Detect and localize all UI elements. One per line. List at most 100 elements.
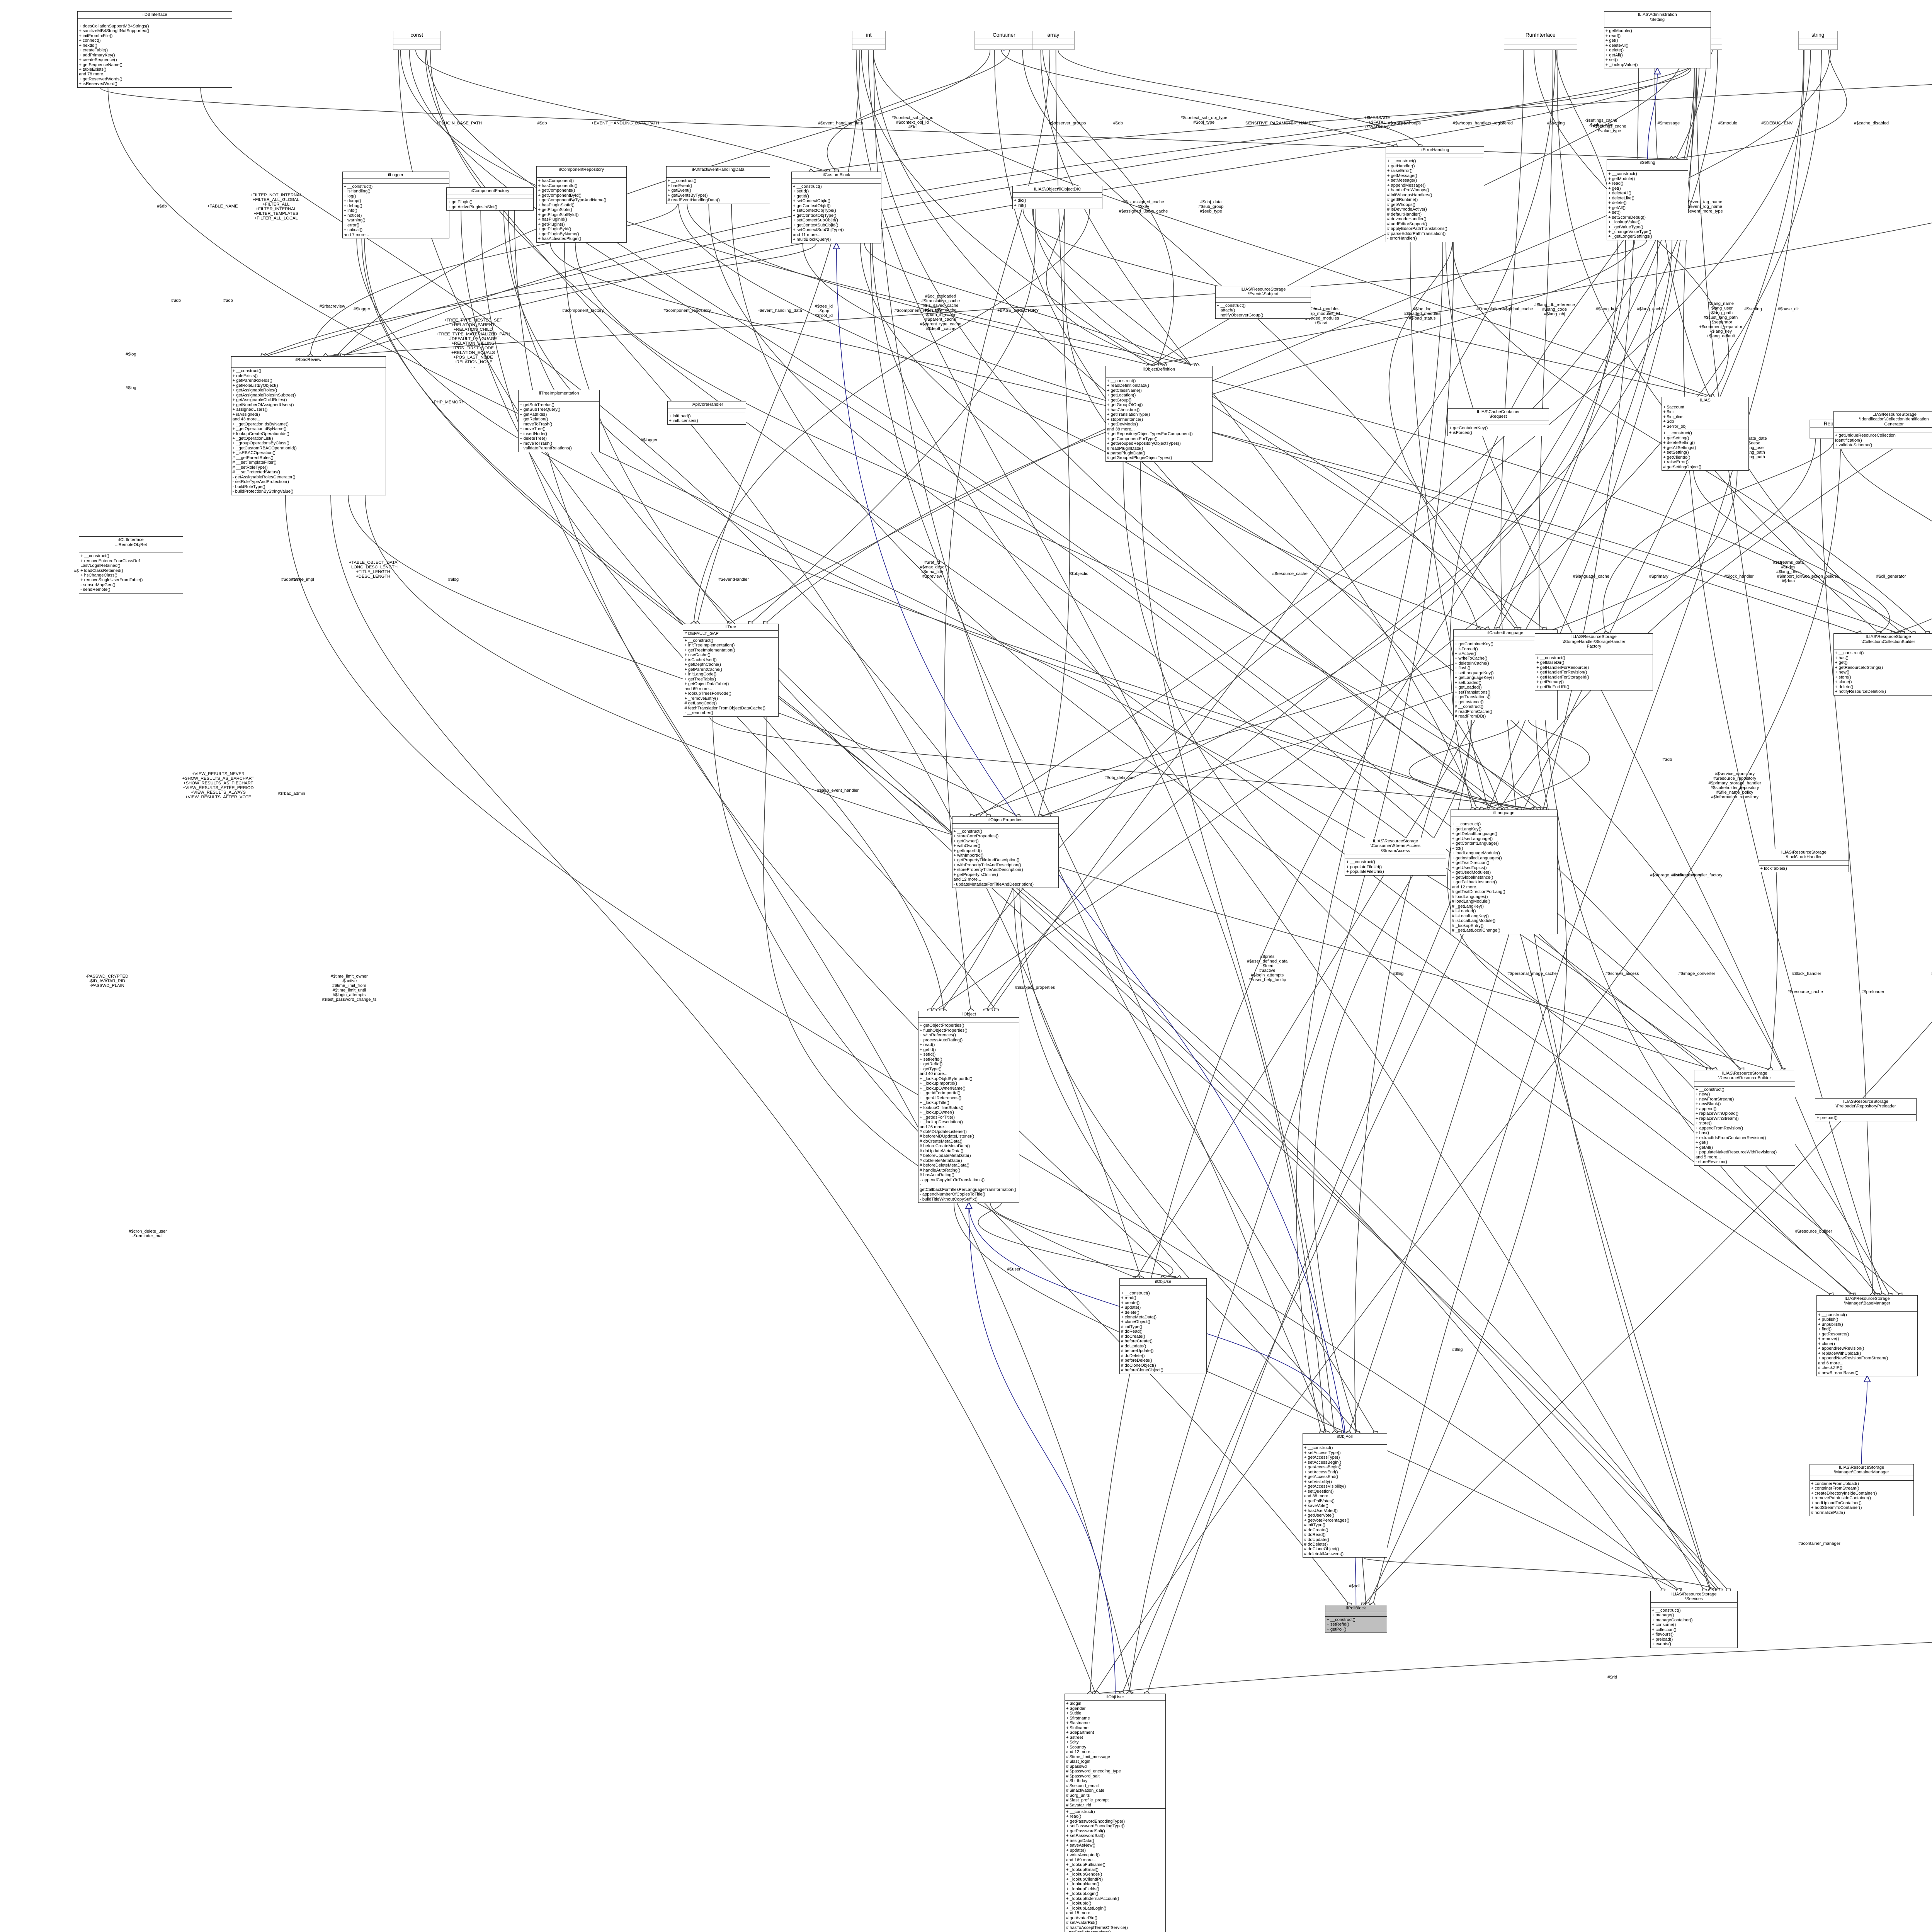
class-operations: + __construct() + removeEnteredFourClass… [80, 554, 143, 592]
class-name: ilLogger [342, 172, 449, 179]
edge-label: #$streams_data #$rides #$lang_desc #$imp… [1773, 560, 1804, 584]
edge-label: #$db [1113, 121, 1123, 126]
uml-class-node[interactable]: ilLogger+ __construct() + isHandling() +… [342, 172, 449, 239]
class-operations: + getObjectProperties() + flushObjectPro… [920, 1023, 1016, 1202]
uml-class-node[interactable]: int [852, 31, 886, 50]
edge-label: #$resource_cache [1272, 571, 1308, 577]
edge-label: #$container_manager [1798, 1541, 1840, 1546]
uml-class-node[interactable]: ilRbacReview+ __construct() + roleExists… [231, 356, 386, 495]
edge-label: #$db [1662, 757, 1672, 762]
uml-class-node[interactable]: ilSetting+ __construct() + getModule() +… [1607, 159, 1689, 240]
class-operations: + getSubTreeIds() + getSubTreeQuery() + … [520, 402, 572, 451]
uml-class-node[interactable]: ilCustomBlock+ __construct() + setId() +… [791, 172, 882, 243]
class-name: ilObjectDefinition [1105, 366, 1212, 373]
edge-label: #$cil_generator [1876, 574, 1906, 579]
uml-class-node[interactable]: ilCtrlInterface ...RemoteObjRet+ __const… [79, 536, 183, 594]
uml-class-node[interactable]: ilLanguage+ __construct() + getLangKey()… [1450, 809, 1558, 934]
class-attributes [666, 173, 770, 178]
uml-class-node[interactable]: ILIAS\ResourceStorage \StorageHandler\St… [1535, 633, 1653, 691]
uml-class-node[interactable]: ILIAS+ $account + $ini + $ini_ilias + $d… [1662, 397, 1749, 471]
uml-class-node[interactable]: ILIAS\CacheContainer \Request+ getContai… [1447, 408, 1549, 437]
uml-class-node[interactable]: ILIAS\ResourceStorage \Identification\Co… [1833, 411, 1932, 449]
class-operations: + __construct() + manage() + manageConta… [1652, 1608, 1693, 1647]
edge-label: #$db [171, 298, 181, 303]
class-operations: + __construct() + storeCoreProperties() … [953, 829, 1034, 887]
uml-class-node[interactable]: string [1798, 31, 1838, 50]
edge-label: #$screen_access [1605, 971, 1639, 976]
class-name: string [1798, 31, 1837, 39]
uml-class-node[interactable]: RunInterface [1504, 31, 1577, 50]
uml-class-node[interactable]: ilObjectProperties+ __construct() + stor… [952, 816, 1059, 888]
class-attributes [519, 397, 600, 402]
uml-class-node[interactable]: ilComponentFactory+ getPlugin() + getAct… [446, 187, 534, 211]
class-attributes [1817, 1307, 1918, 1312]
uml-class-node[interactable]: ILIAS\ResourceStorage \Services+ __const… [1650, 1590, 1738, 1648]
uml-class-node[interactable]: ilObjPoll+ __construct() + setAccess Typ… [1302, 1433, 1387, 1558]
class-operations: + __construct() + hasEvent() + getEvent(… [667, 179, 720, 203]
uml-class-node[interactable]: ILIAS\ResourceStorage \Manager\Container… [1809, 1464, 1914, 1517]
edge-label: #$log_log #$loaded_modules #$load_status [1404, 307, 1440, 321]
uml-class-node[interactable]: ilObjUse+ __construct() + read() + creat… [1119, 1278, 1207, 1374]
class-operations: + getUniqueResourceCollection Identifica… [1835, 433, 1896, 448]
uml-class-node[interactable]: ilObjectDefinition+ __construct() + read… [1105, 366, 1213, 462]
uml-class-node[interactable]: array [1032, 31, 1075, 50]
class-operations: + __construct() + new() + newFromStream(… [1696, 1087, 1777, 1165]
class-attributes [1607, 166, 1688, 171]
class-attributes [342, 179, 449, 184]
uml-class-node[interactable]: ilObject+ getObjectProperties() + flushO… [918, 1010, 1020, 1203]
edge-label: #$tree_id -$gap #$root_id [815, 304, 833, 318]
uml-class-node[interactable]: ILIAS\Administration \Setting+ getModule… [1604, 11, 1711, 68]
uml-class-node[interactable]: ilArtifactEventHandlingData+ __construct… [666, 166, 770, 204]
uml-class-node[interactable]: ILIAS\ResourceStorage \Collection\Collec… [1833, 633, 1932, 696]
edge-label: #$is_assigned_cache #$key #$assigned_use… [1119, 200, 1168, 214]
class-name: ILIAS\Administration \Setting [1604, 12, 1711, 24]
uml-class-node[interactable]: ILIAS\ResourceStorage \Lock\LockHandler+… [1759, 849, 1849, 872]
edge-label: +$MESSAGE +$FATAL +$WARNING [1364, 115, 1390, 129]
uml-class-node[interactable]: const [393, 31, 441, 50]
class-name: ILIAS\ResourceStorage \StorageHandler\St… [1535, 634, 1653, 650]
uml-class-node[interactable]: Container [974, 31, 1034, 50]
uml-class-node[interactable]: ILIAS\ResourceStorage \Consumer\StreamAc… [1345, 837, 1446, 876]
edge-label: #$lock_handler [1724, 574, 1754, 579]
class-attributes [918, 1018, 1019, 1023]
edge-label: -PASSWD_CRYPTED -$ID_AVATAR_RID -PASSWD_… [85, 974, 129, 988]
class-name: ilTreeImplementation [519, 390, 600, 397]
class-operations: + getPlugin() + getActivePluginsInSlot() [448, 200, 498, 209]
uml-class-node[interactable]: ilTreeImplementation + getSubTreeIds() + … [518, 390, 600, 452]
class-name: array [1032, 31, 1074, 39]
edge-label: #$ref_id #$max_desc #$max_title #$previe… [920, 560, 945, 579]
class-attributes [393, 39, 440, 45]
edge-label: #$obj_data #$sub_group #$sub_type [1198, 200, 1224, 214]
edge-label: #$collection_builder [1931, 971, 1932, 976]
uml-class-node[interactable]: ILIAS\ResourceStorage \Preloader\Reposit… [1815, 1098, 1917, 1122]
class-attributes [1651, 1603, 1737, 1607]
class-attributes [1833, 645, 1932, 650]
class-operations: + getContainerKey() + isForced() [1449, 425, 1488, 435]
uml-class-node[interactable]: ilTree# DEFAULT_GAP+ __construct() + ini… [683, 623, 779, 717]
class-operations: + dic() + init() [1014, 198, 1026, 208]
uml-class-node[interactable]: ilPollBlock+ __construct() + setRefId() … [1325, 1605, 1387, 1633]
edge-label: #$lang_name +$lang_user +$lang_path #$cu… [1699, 301, 1743, 338]
class-name: RunInterface [1504, 31, 1577, 39]
class-operations: + __construct() + attach() + notifyObser… [1216, 303, 1264, 318]
uml-class-node[interactable]: ilErrorHandling+ __construct() + getHand… [1385, 146, 1485, 242]
uml-class-node[interactable]: ILIAS\ResourceStorage \Events\Subject+ _… [1215, 286, 1311, 319]
uml-class-node[interactable]: ilApiCoreHandler+ initLoad() + initLicen… [667, 401, 747, 425]
edge-label: #$objectid [1069, 571, 1088, 577]
uml-class-node[interactable]: ilDBInterface+ doesCollationSupportMB4St… [77, 11, 233, 88]
uml-class-node[interactable]: ILIAS\ResourceStorage \Manager\BaseManag… [1816, 1295, 1918, 1377]
class-name: ILIAS\ResourceStorage \Identification\Co… [1833, 412, 1932, 428]
uml-class-node[interactable]: ILIAS\Object\ilObjectDIC+ dic() + init() [1012, 185, 1103, 209]
uml-class-node[interactable]: ILIAS\ResourceStorage \Resource\Resource… [1694, 1070, 1796, 1166]
class-operations [393, 44, 440, 49]
class-name: ilObjUser [1065, 1694, 1166, 1701]
class-operations: + __construct() + read() + create() + up… [1121, 1291, 1163, 1373]
class-attributes [1345, 854, 1446, 859]
class-name: ilLanguage [1451, 810, 1557, 817]
uml-class-node[interactable]: ilComponentRepository+ hasComponent() + … [536, 166, 627, 243]
uml-class-node[interactable]: ilObjUser+ $login + $gender + $utitle + … [1065, 1693, 1166, 1932]
edge-label: #$context_sub_obj_type #$obj_type [1180, 115, 1228, 125]
class-attributes [1448, 420, 1549, 425]
edge-label: #$user [1007, 1267, 1020, 1272]
